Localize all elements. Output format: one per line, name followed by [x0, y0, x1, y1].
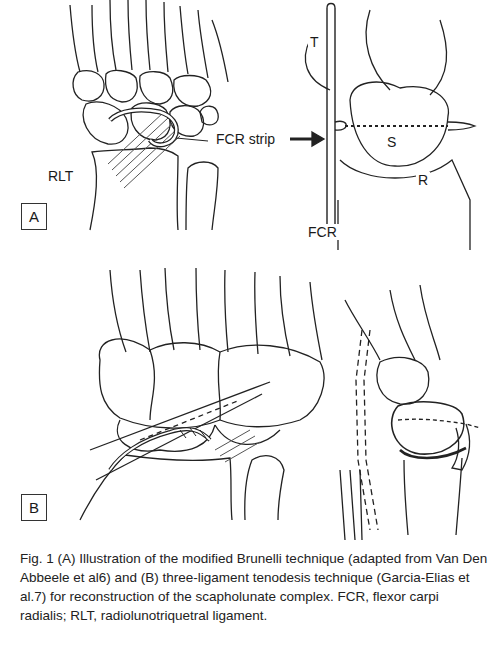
- panel-label-box: A: [21, 203, 47, 230]
- tendon-label: FCR strip: [214, 131, 277, 147]
- figure-caption: Fig. 1 (A) Illustration of the modified …: [20, 549, 488, 625]
- lateral-wrist-view: [340, 285, 480, 540]
- three-ligament-tenodesis-view: [80, 268, 324, 520]
- panel-label-box: B: [21, 494, 47, 521]
- ligament-label: RLT: [46, 168, 75, 184]
- bone-label: R: [416, 172, 430, 188]
- bone-label: T: [308, 34, 321, 50]
- wrist-dorsal-view: [70, 0, 228, 230]
- bone-label: S: [385, 134, 398, 150]
- tendon-label: FCR: [306, 224, 339, 240]
- scaphoid-tenodesis-schematic: [290, 4, 475, 251]
- panel-letter: A: [29, 208, 39, 225]
- panel-letter: B: [29, 499, 39, 516]
